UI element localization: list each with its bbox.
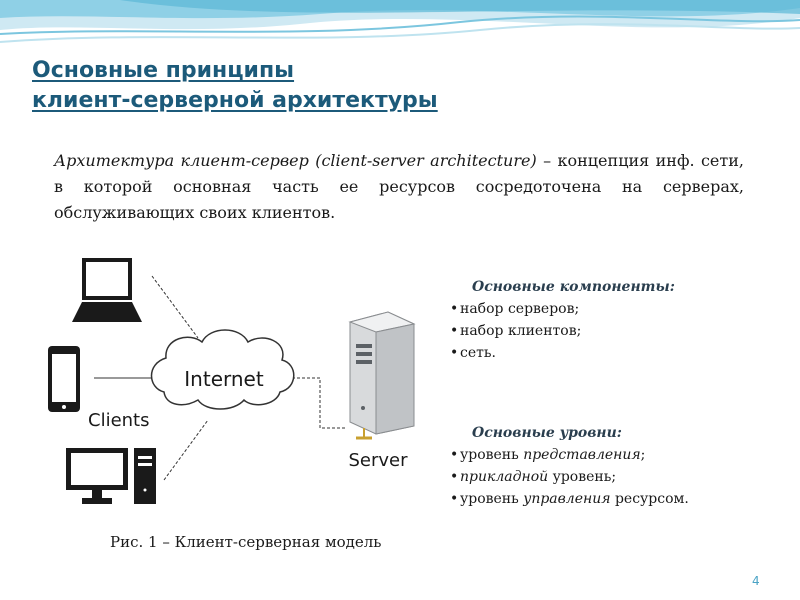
level-text: ресурсом. <box>610 491 689 507</box>
list-item: набор серверов; <box>448 298 675 320</box>
components-title: Основные компоненты: <box>472 279 675 295</box>
definition-paragraph: Архитектура клиент-сервер (client-server… <box>54 148 744 226</box>
levels-title: Основные уровни: <box>472 425 622 441</box>
list-item: уровень управления ресурсом. <box>448 488 689 510</box>
definition-text: – концепция инф. сети, в которой основна… <box>54 151 744 222</box>
page-number: 4 <box>752 574 760 588</box>
desktop-computer-icon <box>66 448 156 504</box>
level-text: уровень <box>460 447 524 463</box>
desktop-link <box>163 419 209 481</box>
list-item: прикладной уровень; <box>448 466 689 488</box>
list-item: уровень представления; <box>448 444 689 466</box>
list-item: набор клиентов; <box>448 320 675 342</box>
list-item: сеть. <box>448 342 675 364</box>
header-wave-decoration <box>0 0 800 43</box>
slide-title-line1: Основные принципы <box>32 58 295 83</box>
level-text: ; <box>640 447 646 463</box>
smartphone-icon <box>48 346 80 412</box>
definition-term: Архитектура клиент-сервер (client-server… <box>54 151 537 170</box>
figure-caption: Рис. 1 – Клиент-серверная модель <box>110 533 382 551</box>
laptop-link <box>151 275 199 339</box>
levels-list: уровень представления; прикладной уровен… <box>448 444 689 510</box>
components-block: Основные компоненты: набор серверов; наб… <box>448 276 675 364</box>
slide-title: Основные принципы клиент-серверной архит… <box>32 56 438 116</box>
level-emphasis: прикладной <box>460 469 549 485</box>
levels-block: Основные уровни: уровень представления; … <box>448 422 689 510</box>
level-emphasis: управления <box>523 491 611 507</box>
server-tower-icon <box>348 311 416 440</box>
components-list: набор серверов; набор клиентов; сеть. <box>448 298 675 364</box>
internet-label: Internet <box>184 367 264 391</box>
server-link <box>292 377 346 429</box>
clients-label: Clients <box>88 410 150 431</box>
internet-cloud-icon <box>150 329 295 410</box>
client-server-diagram: Internet Clients Server <box>48 258 416 504</box>
level-text: уровень <box>460 491 524 507</box>
level-emphasis: представления <box>523 447 641 463</box>
slide-title-line2: клиент-серверной архитектуры <box>32 88 438 113</box>
level-text: уровень; <box>548 469 617 485</box>
laptop-icon <box>72 258 142 322</box>
server-label: Server <box>348 450 408 471</box>
